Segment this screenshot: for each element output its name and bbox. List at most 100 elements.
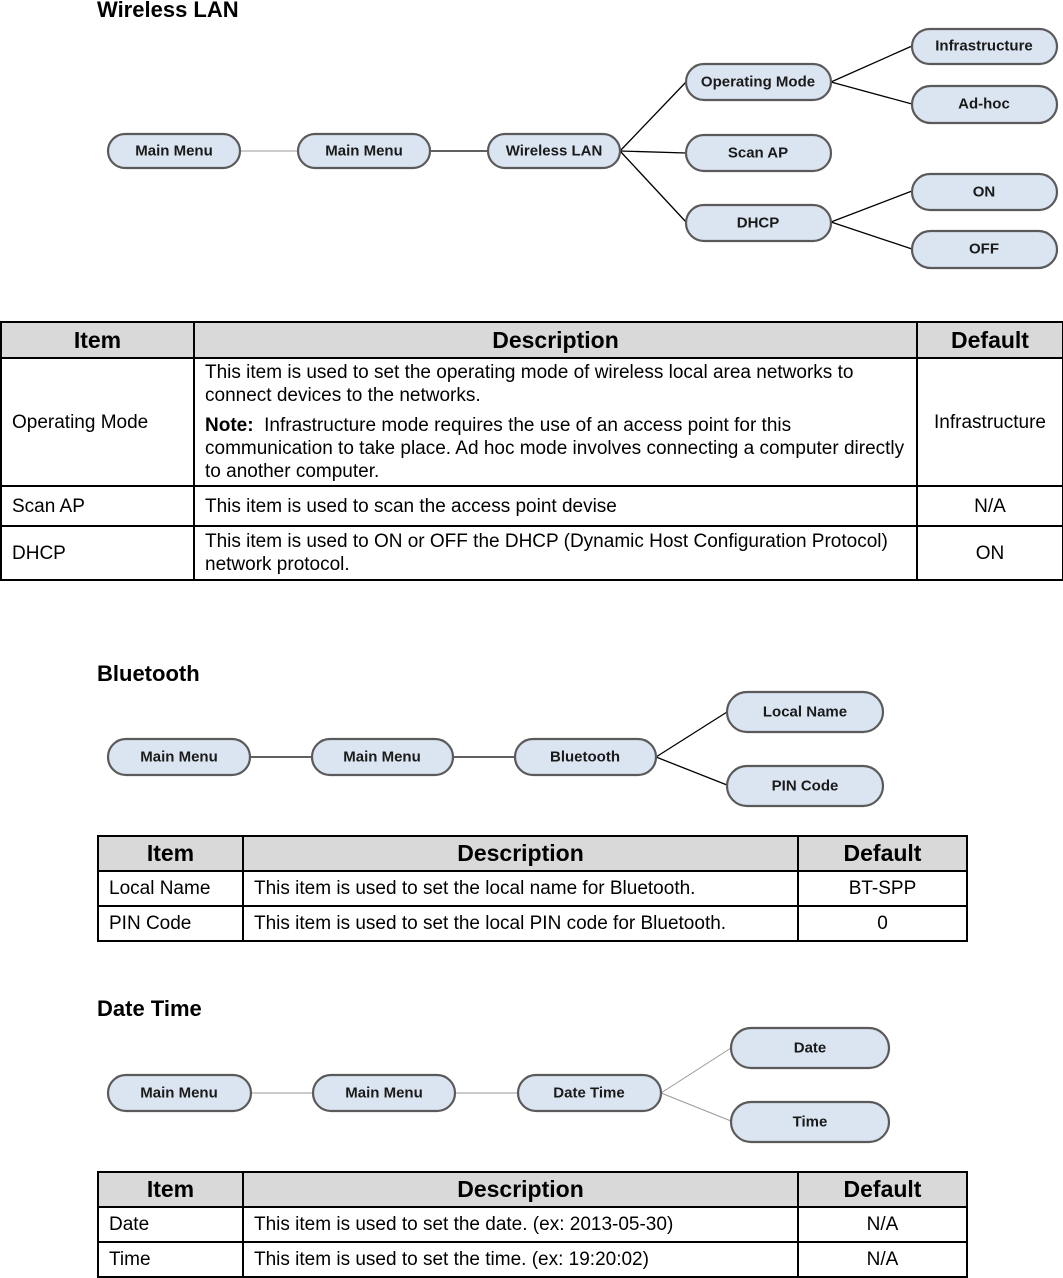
cell-description: This item is used to set the local PIN c…: [242, 905, 799, 942]
node-scan-ap: Scan AP: [684, 133, 833, 173]
svg-text:Main Menu: Main Menu: [345, 1085, 423, 1102]
svg-text:DHCP: DHCP: [737, 215, 780, 232]
cell-item: DHCP: [0, 525, 195, 581]
svg-text:PIN Code: PIN Code: [772, 778, 839, 795]
edge: [619, 150, 687, 154]
cell-description: This item is used to set the date. (ex: …: [242, 1206, 799, 1243]
header-default: Default: [797, 835, 968, 872]
cell-description: This item is used to set the operating m…: [193, 357, 918, 487]
table-header-row: Item Description Default: [0, 321, 1063, 359]
cell-default: ON: [916, 525, 1063, 581]
node-time: Time: [729, 1100, 891, 1144]
wireless-lan-menu-tree: Main Menu Main Menu Wireless LAN Operati…: [106, 27, 1059, 270]
table-row: Scan AP This item is used to scan the ac…: [0, 485, 1063, 527]
svg-text:Main Menu: Main Menu: [140, 749, 218, 766]
cell-item: Date: [97, 1206, 244, 1243]
date-time-title: Date Time: [97, 996, 202, 1021]
svg-text:Infrastructure: Infrastructure: [935, 38, 1033, 55]
node-ad-hoc: Ad-hoc: [910, 84, 1059, 125]
note-paragraph: Note: Infrastructure mode requires the u…: [205, 414, 906, 483]
edge: [655, 756, 728, 786]
bluetooth-menu-tree: Main Menu Main Menu Bluetooth Local Name…: [106, 690, 885, 808]
table-row: Local Name This item is used to set the …: [97, 870, 968, 907]
svg-text:Time: Time: [793, 1114, 828, 1131]
svg-text:Date Time: Date Time: [553, 1085, 624, 1102]
edge: [655, 711, 728, 758]
description-text: This item is used to set the operating m…: [205, 362, 854, 406]
cell-default: Infrastructure: [916, 357, 1063, 487]
node-operating-mode: Operating Mode: [684, 62, 833, 102]
node-local-name: Local Name: [725, 690, 885, 734]
edge: [619, 150, 687, 223]
node-pin-code: PIN Code: [725, 764, 885, 808]
svg-text:Main Menu: Main Menu: [135, 143, 213, 160]
edge: [619, 81, 687, 152]
table-row: Date This item is used to set the date. …: [97, 1206, 968, 1243]
cell-default: N/A: [916, 485, 1063, 527]
wireless-lan-title: Wireless LAN: [97, 0, 239, 22]
node-main-menu-2: Main Menu: [311, 1073, 457, 1113]
table-header-row: Item Description Default: [97, 835, 968, 872]
cell-item: Local Name: [97, 870, 244, 907]
node-infrastructure: Infrastructure: [910, 27, 1059, 66]
node-date: Date: [729, 1026, 891, 1070]
cell-default: N/A: [797, 1206, 968, 1243]
cell-default: N/A: [797, 1241, 968, 1278]
header-description: Description: [242, 1171, 799, 1208]
svg-text:Ad-hoc: Ad-hoc: [958, 96, 1010, 113]
cell-description: This item is used to set the local name …: [242, 870, 799, 907]
note-text: Infrastructure mode requires the use of …: [205, 415, 905, 482]
node-main-menu-1: Main Menu: [106, 1073, 253, 1113]
table-header-row: Item Description Default: [97, 1171, 968, 1208]
node-bluetooth: Bluetooth: [513, 737, 658, 777]
edge: [830, 221, 913, 250]
table-row: Time This item is used to set the time. …: [97, 1241, 968, 1278]
node-dhcp: DHCP: [684, 203, 833, 243]
cell-description: This item is used to set the time. (ex: …: [242, 1241, 799, 1278]
svg-text:ON: ON: [973, 184, 996, 201]
svg-text:Scan AP: Scan AP: [728, 145, 788, 162]
svg-text:Local Name: Local Name: [763, 704, 847, 721]
svg-text:Main Menu: Main Menu: [343, 749, 421, 766]
edge: [830, 190, 913, 223]
header-default: Default: [797, 1171, 968, 1208]
bluetooth-title: Bluetooth: [97, 661, 200, 686]
cell-description: This item is used to ON or OFF the DHCP …: [193, 525, 918, 581]
svg-text:Date: Date: [794, 1040, 827, 1057]
note-label: Note:: [205, 415, 254, 436]
svg-text:OFF: OFF: [969, 241, 999, 258]
cell-description: This item is used to scan the access poi…: [193, 485, 918, 527]
table-row: PIN Code This item is used to set the lo…: [97, 905, 968, 942]
edge: [830, 45, 913, 83]
node-main-menu-1: Main Menu: [106, 132, 242, 170]
bluetooth-table: Item Description Default Local Name This…: [97, 835, 968, 942]
edge: [660, 1047, 732, 1094]
node-main-menu-2: Main Menu: [296, 132, 432, 170]
date-time-table: Item Description Default Date This item …: [97, 1171, 968, 1278]
cell-item: Scan AP: [0, 485, 195, 527]
edge: [660, 1092, 732, 1122]
node-on: ON: [910, 172, 1059, 212]
header-item: Item: [0, 321, 195, 359]
node-main-menu-1: Main Menu: [106, 737, 252, 777]
edge: [830, 81, 913, 105]
svg-text:Main Menu: Main Menu: [140, 1085, 218, 1102]
header-default: Default: [916, 321, 1063, 359]
header-item: Item: [97, 1171, 244, 1208]
table-row: Operating Mode This item is used to set …: [0, 357, 1063, 487]
svg-text:Main Menu: Main Menu: [325, 143, 403, 160]
node-off: OFF: [910, 229, 1059, 270]
svg-text:Operating Mode: Operating Mode: [701, 74, 815, 91]
node-main-menu-2: Main Menu: [310, 737, 455, 777]
svg-text:Wireless LAN: Wireless LAN: [506, 143, 603, 160]
node-wireless-lan: Wireless LAN: [486, 132, 622, 170]
header-item: Item: [97, 835, 244, 872]
header-description: Description: [242, 835, 799, 872]
cell-item: PIN Code: [97, 905, 244, 942]
header-description: Description: [193, 321, 918, 359]
wireless-lan-table: Item Description Default Operating Mode …: [0, 321, 1063, 581]
cell-item: Time: [97, 1241, 244, 1278]
cell-default: BT-SPP: [797, 870, 968, 907]
date-time-menu-tree: Main Menu Main Menu Date Time Date Time: [106, 1026, 891, 1144]
cell-default: 0: [797, 905, 968, 942]
